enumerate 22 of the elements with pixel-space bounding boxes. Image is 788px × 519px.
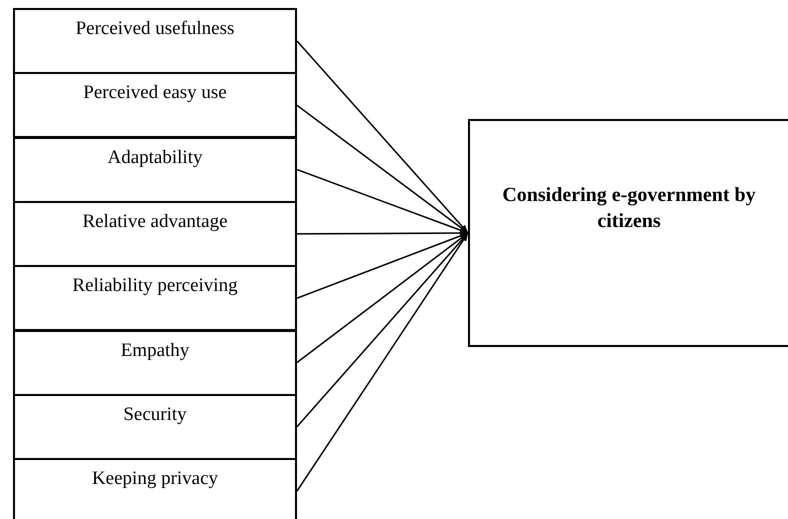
- box-label: Perceived easy use: [83, 82, 227, 104]
- box-label: Considering e-government by citizens: [501, 183, 757, 234]
- box-label: Keeping privacy: [92, 468, 218, 490]
- factor-box: [13, 136, 297, 203]
- factor-box: [13, 330, 297, 396]
- arrow: [296, 40, 469, 234]
- box-label: Reliability perceiving: [72, 275, 238, 298]
- box-label: Perceived usefulness: [76, 18, 234, 40]
- factor-box: [13, 458, 297, 519]
- arrow: [296, 104, 468, 234]
- arrow: [296, 232, 469, 492]
- factor-box: [13, 265, 297, 332]
- arrow: [296, 232, 469, 428]
- box-label: Empathy: [120, 340, 190, 362]
- factor-box: [13, 394, 297, 460]
- box-label: Adaptability: [108, 146, 202, 169]
- factor-box: [13, 8, 297, 74]
- factor-box: [13, 72, 297, 138]
- factor-box: [13, 200, 297, 267]
- outcome-box: [468, 119, 788, 347]
- box-label: Security: [123, 404, 187, 426]
- box-label: Relative advantage: [82, 210, 228, 233]
